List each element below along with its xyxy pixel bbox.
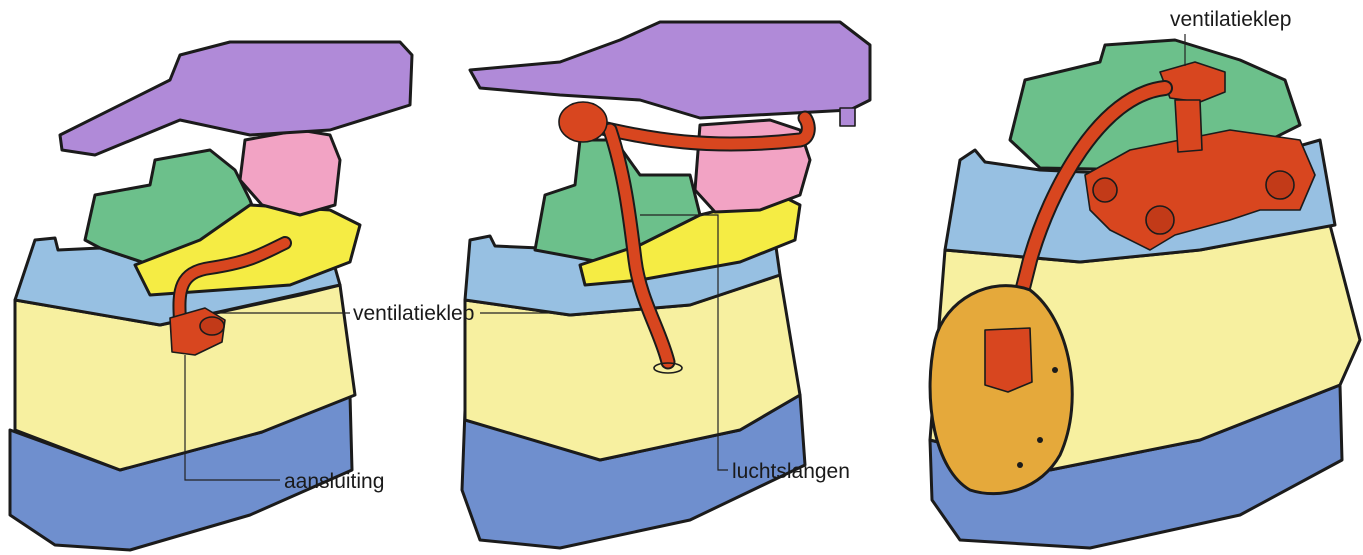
left-carburettor <box>240 130 340 215</box>
label-ventilatieklep-left: ventilatieklep <box>353 302 474 325</box>
left-air-filter <box>60 42 412 155</box>
label-aansluiting: aansluiting <box>284 470 384 493</box>
middle-hose-connector <box>559 102 607 142</box>
middle-air-filter <box>470 22 870 118</box>
label-luchtslangen: luchtslangen <box>732 460 850 483</box>
right-breather-canister <box>985 328 1032 392</box>
label-ventilatieklep-right: ventilatieklep <box>1170 8 1291 31</box>
right-engine <box>930 40 1360 548</box>
